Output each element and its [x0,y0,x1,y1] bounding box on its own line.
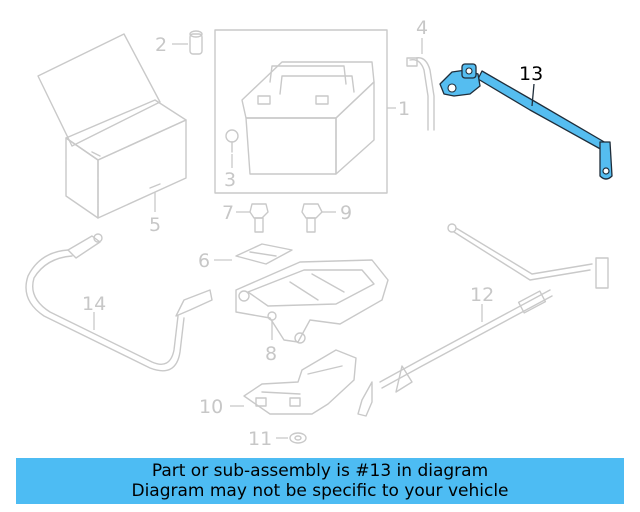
cap-part-2 [172,30,203,55]
ground-cable-part-13 [439,63,613,180]
label-part-9: 9 [340,202,352,224]
label-part-4: 4 [416,17,428,39]
battery-box-part-5 [37,33,187,219]
positive-cable-part-14 [25,233,213,372]
label-part-6: 6 [198,250,210,272]
terminal-bolt-part-3 [225,129,239,168]
label-part-11: 11 [248,428,272,450]
label-part-5: 5 [149,214,161,236]
battery-tray-part-8 [235,259,389,344]
bolt-part-9 [301,203,336,233]
label-part-7: 7 [222,202,234,224]
label-part-10: 10 [199,396,223,418]
battery-part-1 [214,29,396,194]
vent-tube-part-4 [406,38,435,131]
lower-bracket-part-10 [230,349,357,415]
label-part-13: 13 [519,63,543,85]
label-part-3: 3 [224,169,236,191]
washer-part-11 [276,432,307,444]
label-part-12: 12 [470,284,494,306]
label-part-14: 14 [82,293,106,315]
info-banner: Part or sub-assembly is #13 in diagram D… [16,458,624,504]
bolt-part-7 [236,203,269,233]
label-part-2: 2 [155,34,167,56]
label-part-8: 8 [265,343,277,365]
banner-line-part-number: Part or sub-assembly is #13 in diagram [151,461,489,481]
banner-line-disclaimer: Diagram may not be specific to your vehi… [131,481,509,501]
long-cable-part-12 [357,223,609,417]
label-part-1: 1 [398,98,410,120]
bracket-part-6 [214,243,293,265]
